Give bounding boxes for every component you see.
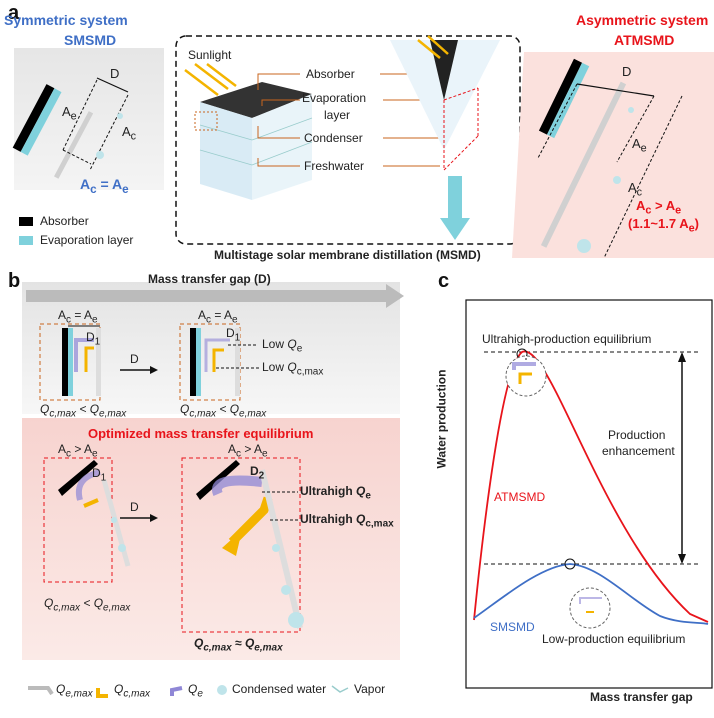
evaporation-label-2: layer — [324, 108, 351, 122]
y-axis-label: Water production — [434, 369, 449, 469]
asymmetric-title: Asymmetric system — [576, 12, 709, 28]
atmsmd-curve-label: ATMSMD — [494, 490, 546, 504]
bottom-left-d1: D1 — [92, 466, 107, 484]
sunlight-label: Sunlight — [188, 48, 232, 62]
enhancement-label-1: Production — [608, 428, 666, 442]
condenser-label: Condenser — [304, 131, 363, 145]
bottom-left-condition: Qc,max < Qe,max — [44, 596, 131, 614]
ultrahigh-qe-label: Ultrahigh Qe — [300, 484, 371, 502]
bottom-right-ineq: Ac > Ae — [228, 442, 268, 460]
bottom-right-d2: D2 — [250, 464, 265, 482]
smsmd-subtitle: SMSMD — [64, 32, 117, 48]
evaporation-label-1: Evaporation — [302, 91, 367, 105]
bottom-arrow-d: D — [130, 500, 139, 514]
freshwater-label: Freshwater — [304, 159, 365, 173]
low-qc-label: Low Qc,max — [262, 360, 324, 378]
legend-qcmax: Qc,max — [114, 682, 151, 700]
legend-absorber: Absorber — [40, 214, 89, 228]
ratio-range: (1.1~1.7 Ae) — [628, 216, 699, 235]
panel-a-letter: a — [8, 2, 20, 24]
top-right-d1: D1 — [226, 326, 241, 344]
legend-evaporation: Evaporation layer — [40, 233, 134, 247]
right-ae-label: Ae — [632, 136, 647, 155]
symmetric-title: Symmetric system — [4, 12, 128, 28]
ultrahigh-equilibrium-label: Ultrahigh-production equilibrium — [482, 332, 652, 346]
msmd-caption: Multistage solar membrane distillation (… — [214, 248, 481, 262]
legend-qe: Qe — [188, 682, 203, 700]
bottom-left-ineq: Ac > Ae — [58, 442, 98, 460]
left-d-label: D — [110, 66, 120, 81]
right-d-label: D — [622, 64, 632, 79]
atmsmd-subtitle: ATMSMD — [614, 32, 675, 48]
low-qe-label: Low Qe — [262, 337, 303, 355]
top-arrow-d: D — [130, 352, 139, 366]
top-left-eq: Ac = Ae — [58, 308, 98, 326]
bottom-right-condition: Qc,max ≈ Qe,max — [194, 636, 283, 654]
gap-title: Mass transfer gap (D) — [148, 272, 271, 286]
ultrahigh-qc-label: Ultrahigh Qc,max — [300, 512, 394, 530]
ac-greater-ae: Ac > Ae — [636, 198, 682, 217]
panel-c-letter: c — [438, 270, 450, 292]
top-left-d1: D1 — [86, 330, 101, 348]
low-equilibrium-label: Low-production equilibrium — [542, 632, 686, 646]
optimized-title: Optimized mass transfer equilibrium — [88, 426, 314, 441]
ac-equals-ae: Ac = Ae — [80, 176, 129, 196]
right-ac-label: Ac — [628, 180, 643, 199]
legend-qemax: Qe,max — [56, 682, 93, 700]
left-ac-label: Ac — [122, 124, 137, 143]
legend-vapor: Vapor — [354, 682, 386, 696]
top-left-condition: Qc,max < Qe,max — [40, 402, 127, 420]
top-right-eq: Ac = Ae — [198, 308, 238, 326]
legend-condensed: Condensed water — [232, 682, 327, 696]
enhancement-label-2: enhancement — [602, 444, 675, 458]
x-axis-label: Mass transfer gap — [590, 690, 693, 704]
top-right-condition: Qc,max < Qe,max — [180, 402, 267, 420]
left-ae-label: Ae — [62, 104, 77, 123]
panel-b-letter: b — [8, 270, 21, 292]
absorber-label: Absorber — [306, 67, 355, 81]
smsmd-curve-label: SMSMD — [490, 620, 535, 634]
